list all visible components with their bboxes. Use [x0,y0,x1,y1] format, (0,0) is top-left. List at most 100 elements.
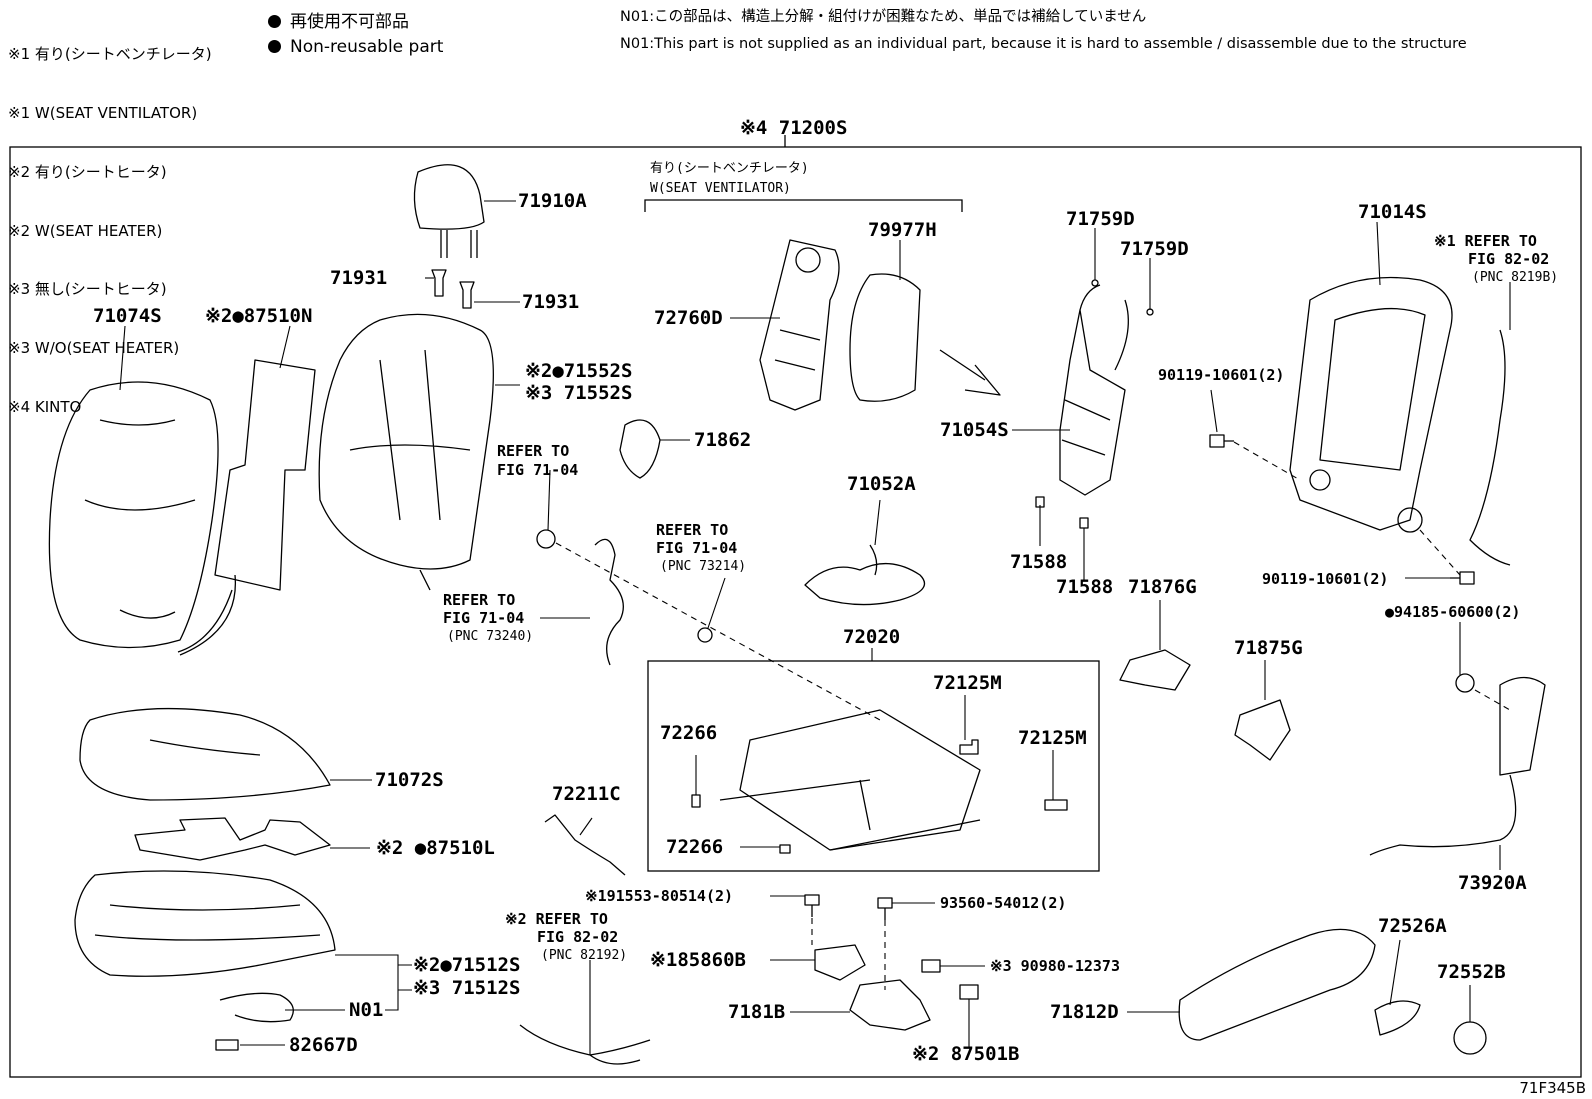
cushion-cover-shape[interactable] [79,707,331,801]
armrest-shape[interactable] [1499,676,1546,776]
seatback-cover-shape[interactable] [48,381,233,653]
bracket-shape[interactable] [1234,699,1291,761]
rod-shape[interactable] [544,814,626,876]
reference-line[interactable]: (PNC 73240) [447,629,533,644]
reference-line[interactable]: ※1 REFER TO [1434,232,1537,250]
part-number[interactable]: 93560-54012(2) [940,894,1066,912]
reference-line[interactable]: REFER TO [656,521,728,539]
part-number[interactable]: ※2●71552S [525,360,632,382]
reference-line[interactable]: (PNC 82192) [541,948,627,963]
bolt-shape[interactable] [1209,434,1234,448]
harness-shape[interactable] [519,1024,651,1065]
reference-line[interactable]: (PNC 8219B) [1472,270,1558,285]
part-number[interactable]: 90119-10601(2) [1262,570,1388,588]
part-number[interactable]: N01 [349,999,383,1021]
part-number[interactable]: 72211C [552,783,621,805]
part-number[interactable]: 72266 [666,836,723,858]
clip-shape[interactable] [959,739,979,755]
part-number[interactable]: ※3 71512S [413,977,520,999]
seat-track-shape[interactable] [719,709,981,851]
part-number[interactable]: ※191553-80514(2) [585,887,733,905]
lumbar-support-shape[interactable] [1059,284,1129,496]
part-number[interactable]: 90119-10601(2) [1158,366,1284,384]
reference-line[interactable]: REFER TO [497,442,569,460]
clip-shape[interactable] [779,844,791,854]
reference-line[interactable]: REFER TO [443,591,515,609]
headrest-shape[interactable] [413,164,485,258]
part-number[interactable]: ※2 87501B [912,1043,1019,1065]
connector-shape[interactable] [959,984,979,1000]
side-pad-shape[interactable] [619,419,661,479]
part-number[interactable]: 71931 [330,267,387,289]
harness-shape[interactable] [1469,329,1511,566]
harness-shape[interactable] [219,992,294,1023]
cushion-pad-shape[interactable] [74,870,336,977]
part-number[interactable]: 72125M [933,672,1002,694]
connector-shape[interactable] [215,1039,239,1051]
clip-shape[interactable] [1035,496,1045,508]
headrest-support-shape[interactable] [431,269,475,309]
bracket-shape[interactable] [849,979,931,1031]
adjuster-shape[interactable] [814,944,866,981]
part-number[interactable]: ※2●87510N [205,305,312,327]
part-number[interactable]: 72020 [843,626,900,648]
part-number[interactable]: 82667D [289,1034,358,1056]
clip-shape[interactable] [691,794,701,808]
part-number[interactable]: 72552B [1437,961,1506,983]
seatback-heater-shape[interactable] [179,359,316,656]
part-number[interactable]: 79977H [868,219,937,241]
part-number[interactable]: ※185860B [650,949,746,971]
reference-line[interactable]: FIG 71-04 [497,461,578,479]
part-number[interactable]: 72760D [654,307,723,329]
harness-shape[interactable] [1369,774,1517,856]
clip-shape[interactable] [1091,279,1099,287]
bracket-shape[interactable] [1119,649,1191,691]
reference-line[interactable]: FIG 82-02 [1468,250,1549,268]
part-number[interactable]: 71072S [375,769,444,791]
screw-shape[interactable] [877,897,893,920]
part-number[interactable]: 72125M [1018,727,1087,749]
part-number[interactable]: 71910A [518,190,587,212]
clip-shape[interactable] [1079,517,1089,529]
part-number[interactable]: ※3 90980-12373 [990,957,1120,975]
nut-shape[interactable] [1455,673,1475,693]
seatback-frame-shape[interactable] [1289,276,1453,533]
reference-line[interactable]: FIG 71-04 [443,609,524,627]
knob-shape[interactable] [1374,1000,1421,1036]
part-number[interactable]: 71759D [1120,238,1189,260]
reference-line[interactable]: FIG 71-04 [656,539,737,557]
part-number[interactable]: 71588 [1056,576,1113,598]
reference-line[interactable]: (PNC 73214) [660,559,746,574]
part-number[interactable]: ※2 ●87510L [376,837,495,859]
part-number[interactable]: 71588 [1010,551,1067,573]
screw-shape[interactable] [804,894,820,917]
part-number[interactable]: 73920A [1458,872,1527,894]
cushion-heater-shape[interactable] [134,817,331,861]
part-number[interactable]: 71052A [847,473,916,495]
ventilator-fan-shape[interactable] [759,239,840,411]
seatback-pad-shape[interactable] [318,313,494,591]
part-number[interactable]: 72526A [1378,915,1447,937]
wire-harness-shape[interactable] [804,544,926,606]
part-number[interactable]: 71014S [1358,201,1427,223]
part-number[interactable]: 71862 [694,429,751,451]
part-number[interactable]: 72266 [660,722,717,744]
clip-shape[interactable] [1044,799,1068,811]
knob-cap-shape[interactable] [1453,1021,1487,1055]
washer-shape[interactable] [697,627,713,643]
part-number[interactable]: 71759D [1066,208,1135,230]
part-number[interactable]: 71074S [93,305,162,327]
nut-shape[interactable] [536,529,556,549]
part-number[interactable]: 71812D [1050,1001,1119,1023]
ventilator-duct-shape[interactable] [849,273,921,402]
part-number[interactable]: 71876G [1128,576,1197,598]
part-number[interactable]: ※2●71512S [413,954,520,976]
part-number[interactable]: 71875G [1234,637,1303,659]
reference-line[interactable]: ※2 REFER TO [505,910,608,928]
part-number[interactable]: 71054S [940,419,1009,441]
buckle-shape[interactable] [594,538,624,666]
part-number[interactable]: 7181B [728,1001,785,1023]
reference-line[interactable]: FIG 82-02 [537,928,618,946]
part-number[interactable]: 71931 [522,291,579,313]
side-shield-shape[interactable] [1178,928,1376,1041]
